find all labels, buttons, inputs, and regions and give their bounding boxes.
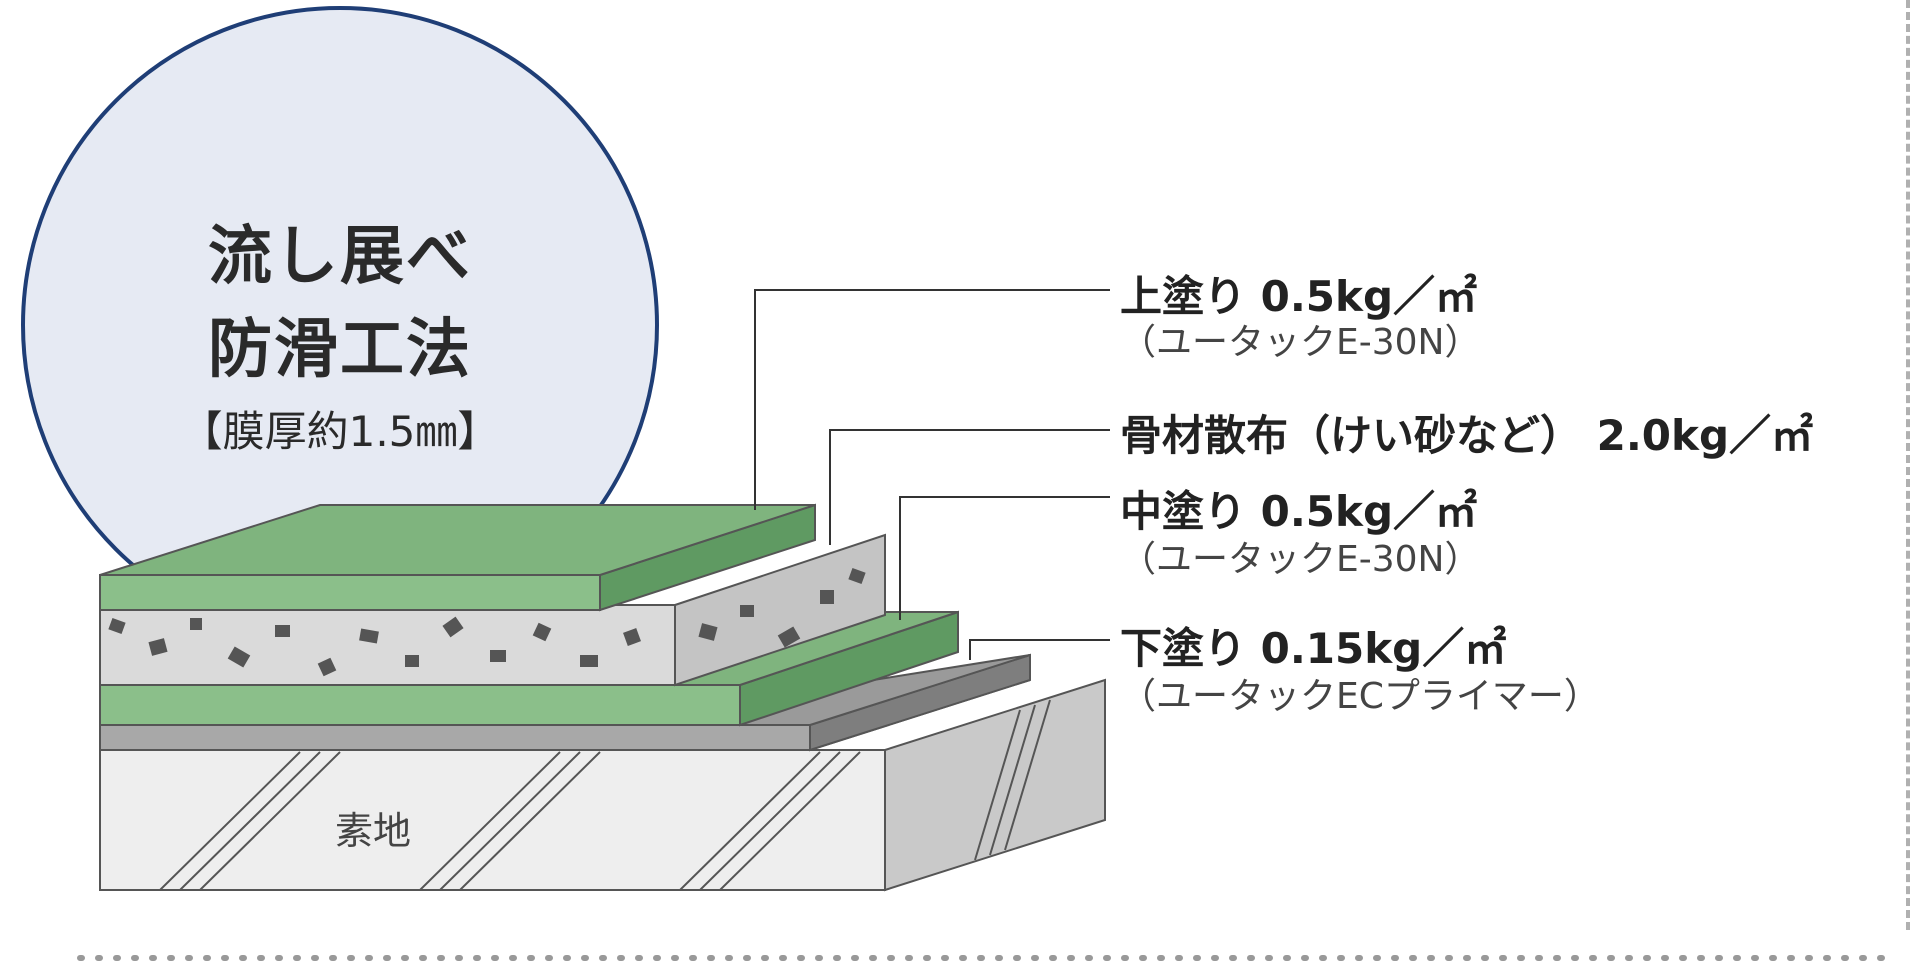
- badge-title-line1: 流し展べ: [208, 220, 472, 294]
- primer-layer: [99, 653, 1031, 752]
- middle-coat-product: （ユータックE-30N）: [1120, 539, 1481, 580]
- right-divider: [1906, 0, 1920, 930]
- top-coat-layer: [99, 503, 816, 612]
- top-coat-product: （ユータックE-30N）: [1120, 322, 1481, 363]
- substrate-label: 素地: [335, 809, 412, 853]
- primer-product: （ユータックECプライマー）: [1120, 676, 1600, 717]
- badge-title-line2: 防滑工法: [208, 313, 472, 387]
- badge-subtitle: 【膜厚約1.5㎜】: [180, 407, 500, 456]
- middle-coat-label: 中塗り 0.5kg／㎡: [1120, 487, 1478, 536]
- primer-label: 下塗り 0.15kg／㎡: [1120, 624, 1507, 673]
- leader-lines: [754, 289, 1110, 660]
- aggregate-label: 骨材散布（けい砂など） 2.0kg／㎡: [1120, 411, 1814, 460]
- top-coat-label: 上塗り 0.5kg／㎡: [1120, 272, 1478, 321]
